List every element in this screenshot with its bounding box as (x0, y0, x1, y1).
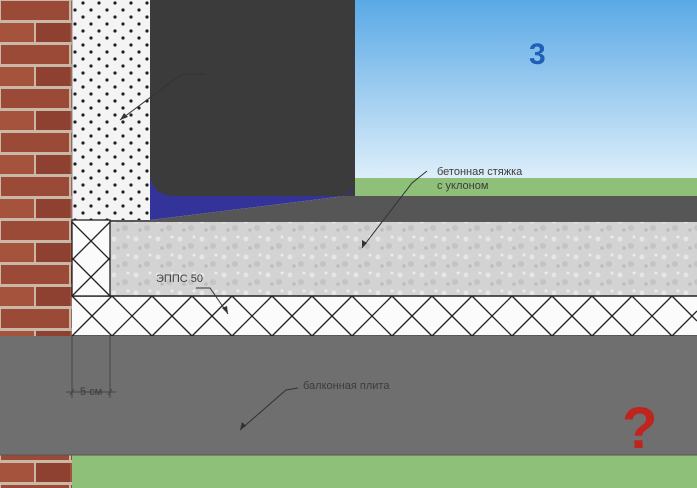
xps-insulation (72, 296, 697, 336)
waterproofing-fillet (150, 180, 355, 220)
xps-wall-strip (72, 220, 110, 296)
figure-number: 3 (529, 38, 546, 71)
screed-top-surface (110, 196, 697, 222)
balcony-slab (0, 336, 697, 455)
slab-leader (239, 387, 299, 431)
question-mark: ? (622, 396, 658, 461)
screed-leader (361, 170, 428, 249)
grass-strip-bottom (70, 455, 697, 488)
slab-label: балконная плита (303, 380, 390, 392)
foam-leader (119, 73, 205, 121)
foam-insulation (72, 0, 150, 220)
grass-strip (340, 178, 697, 198)
concrete-screed (110, 222, 697, 296)
screed-label-line2: с уклоном (437, 180, 489, 192)
foam-label: пенопласт 100 (207, 68, 282, 80)
dimension-5cm (66, 336, 116, 398)
dark-wall (150, 0, 355, 196)
screed-label-line1: бетонная стяжка (437, 166, 523, 178)
sky-background (355, 0, 697, 190)
xps-label: ЭППС 50 (156, 273, 203, 285)
xps-leader (196, 287, 229, 315)
dimension-label: 5 см (80, 386, 103, 398)
